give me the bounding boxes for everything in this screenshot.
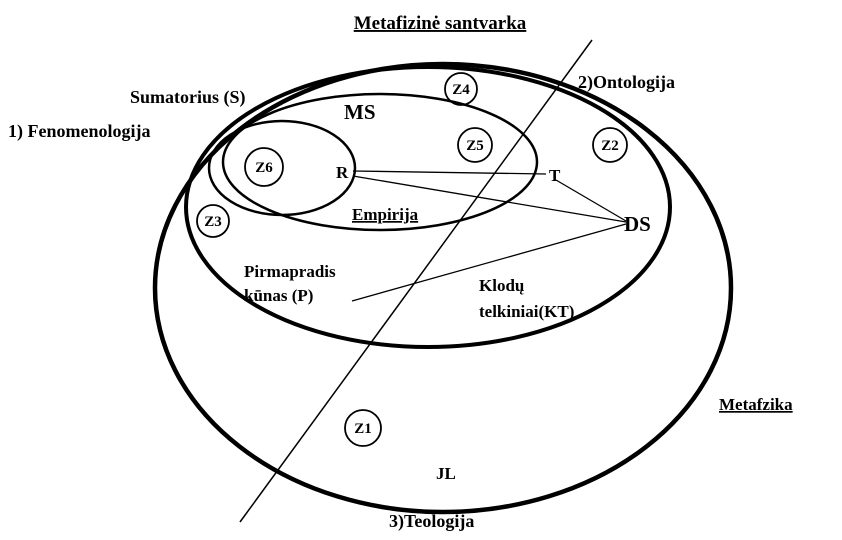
connector-r-ds [352,175,627,223]
label-z3: Z3 [204,214,222,230]
z5-circle [457,127,493,163]
z6-circle [244,147,284,187]
connector-p-ds [351,223,627,302]
label-teologija: 3)Teologija [389,511,474,532]
connector-t-ds [555,179,627,222]
label-z5: Z5 [466,138,484,154]
label-pirmapradis-line1: Pirmapradis [244,262,336,281]
diagram-title: Metafizinė santvarka [354,13,527,34]
label-z1: Z1 [354,421,372,437]
connector-r-t [352,170,547,175]
label-fenomenologija: 1) Fenomenologija [8,121,150,142]
z2-circle [592,127,628,163]
label-z2: Z2 [601,138,619,154]
label-jl: JL [436,464,456,483]
label-z6: Z6 [255,160,273,176]
label-t: T [549,166,561,185]
label-ds: DS [624,212,651,236]
sumatorius-ellipse [184,65,672,349]
empirija-ellipse [221,92,539,232]
label-pirmapradis-line2: kūnas (P) [244,286,313,305]
label-sumatorius: Sumatorius (S) [130,87,246,108]
label-r: R [336,163,349,182]
label-z4: Z4 [452,82,470,98]
metaphysics-outer-ellipse [152,61,734,515]
z4-circle [444,72,478,106]
label-klodu-line2: telkiniai(KT) [479,302,574,321]
label-metafizika: Metafzika [719,395,793,414]
z1-circle [344,409,382,447]
diagonal-divider-line [239,39,593,523]
label-klodu-line1: Klodų [479,276,524,295]
inner-z6-ellipse [207,119,357,217]
label-empirija: Empirija [352,205,419,224]
z3-circle [196,204,230,238]
label-ms: MS [344,100,376,124]
label-ontologija: 2)Ontologija [578,72,675,93]
